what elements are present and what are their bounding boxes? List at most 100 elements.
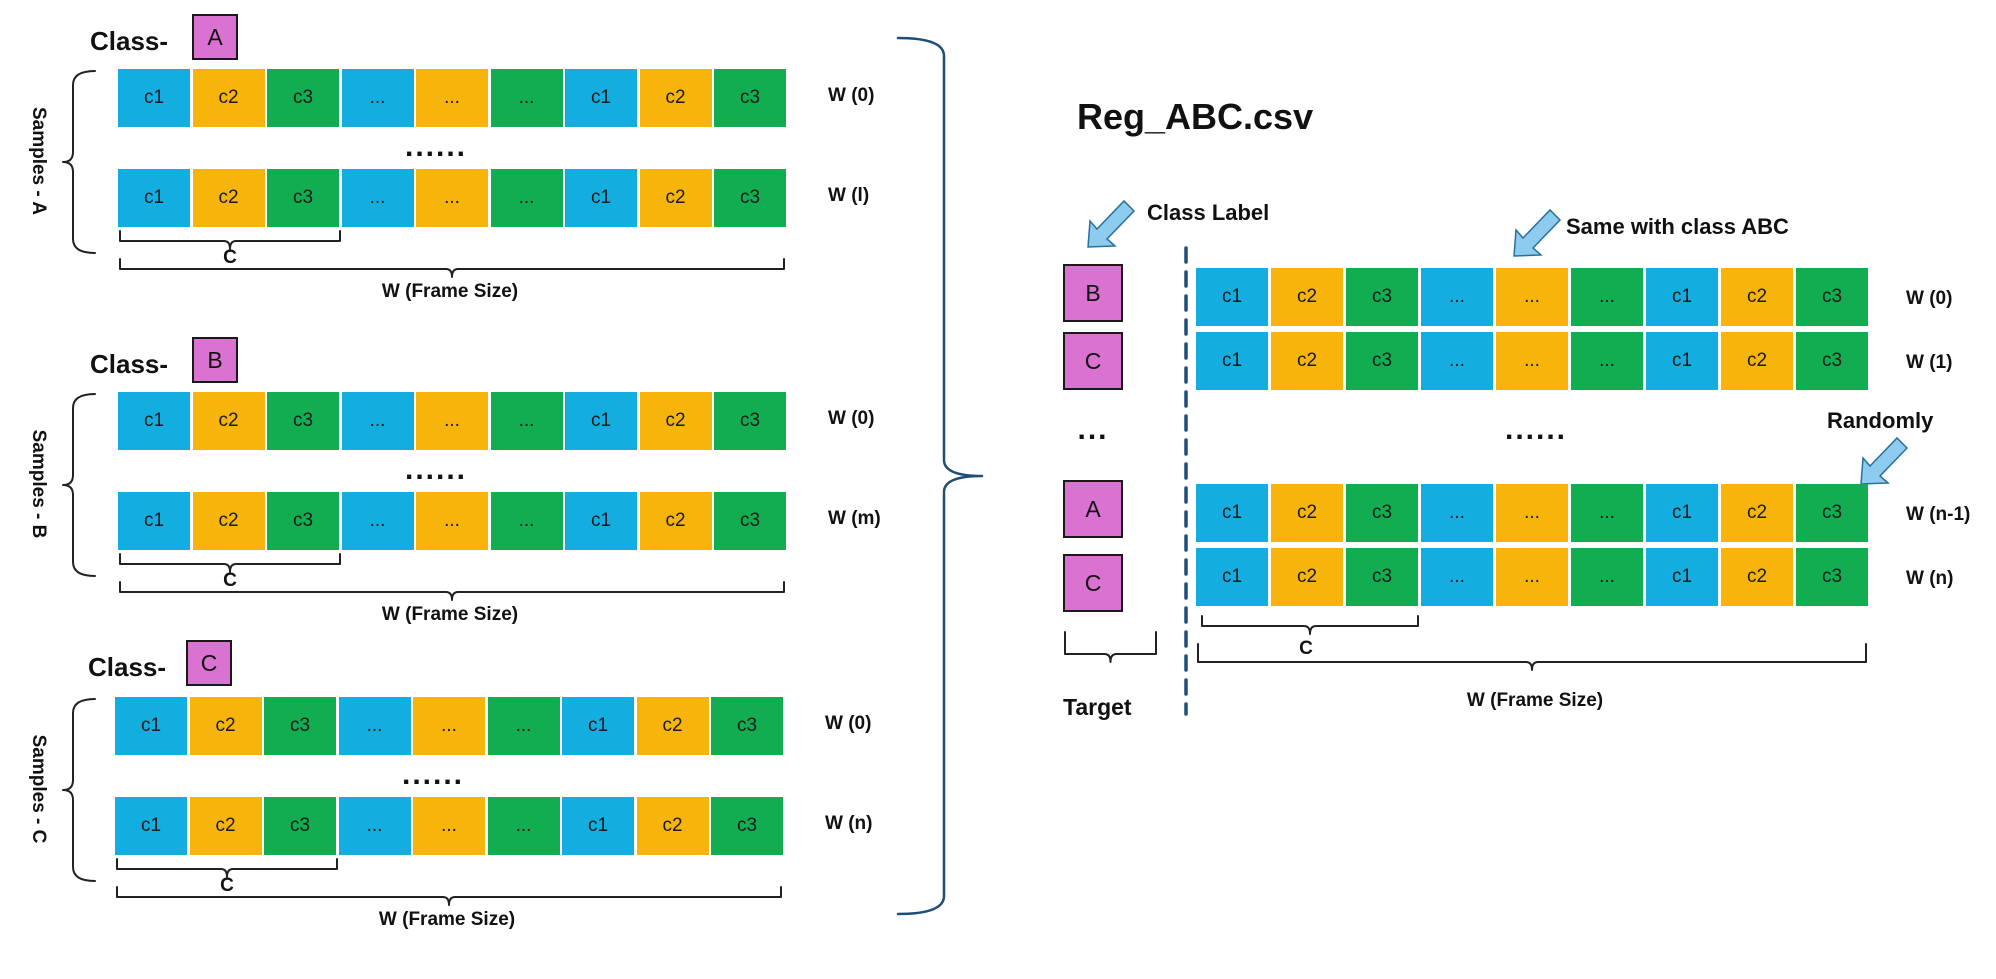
row-cell: c1 bbox=[565, 69, 637, 127]
csv-row-cell: ... bbox=[1421, 548, 1493, 606]
row-cell: c1 bbox=[115, 697, 187, 755]
row-cell: c2 bbox=[639, 492, 712, 550]
target-tag: B bbox=[1063, 264, 1123, 322]
same-class-annotation: Same with class ABC bbox=[1566, 214, 1789, 239]
row-cell: ... bbox=[490, 169, 563, 227]
rows-ellipsis: ...... bbox=[404, 130, 468, 163]
csv-row-cell: ... bbox=[1421, 268, 1493, 326]
window-label: W (0) bbox=[828, 408, 875, 429]
csv-row-cell: c1 bbox=[1196, 548, 1268, 606]
row-cell: ... bbox=[416, 69, 488, 127]
csv-row-cell: c3 bbox=[1346, 484, 1418, 542]
target-brace bbox=[1064, 631, 1157, 663]
c-brace bbox=[119, 230, 341, 250]
csv-rows-ellipsis: ...... bbox=[1504, 413, 1568, 446]
csv-title: Reg_ABC.csv bbox=[1077, 96, 1314, 137]
row-cell: c1 bbox=[562, 797, 634, 855]
csv-c-brace bbox=[1201, 615, 1419, 635]
row-cell: c3 bbox=[714, 492, 786, 550]
frame-brace bbox=[119, 581, 785, 601]
csv-frame-brace bbox=[1197, 643, 1867, 671]
samples-label: Samples - A bbox=[28, 106, 49, 216]
row-cell: c1 bbox=[118, 392, 190, 450]
row-cell: ... bbox=[341, 392, 414, 450]
class-tag: C bbox=[186, 640, 232, 686]
row-cell: c3 bbox=[267, 492, 339, 550]
csv-row-cell: c1 bbox=[1646, 548, 1718, 606]
frame-size-label: W (Frame Size) bbox=[378, 909, 516, 930]
row-cell: ... bbox=[341, 169, 414, 227]
csv-frame-size-label: W (Frame Size) bbox=[1466, 690, 1604, 711]
window-label: W (m) bbox=[828, 508, 881, 529]
class-tag: B bbox=[192, 337, 238, 383]
c-label: C bbox=[223, 570, 237, 591]
window-label: W (0) bbox=[828, 85, 875, 106]
csv-row-cell: c2 bbox=[1271, 484, 1343, 542]
row-cell: c3 bbox=[714, 169, 786, 227]
target-ellipsis: ... bbox=[1077, 413, 1109, 446]
class-label-arrow bbox=[1087, 199, 1136, 248]
row-cell: c3 bbox=[267, 392, 339, 450]
row-cell: ... bbox=[416, 169, 488, 227]
c-brace bbox=[119, 553, 341, 573]
target-label: Target bbox=[1063, 694, 1132, 720]
row-cell: ... bbox=[338, 697, 411, 755]
frame-size-label: W (Frame Size) bbox=[381, 604, 519, 625]
row-cell: c2 bbox=[189, 797, 262, 855]
row-cell: c2 bbox=[192, 492, 265, 550]
window-label: W (l) bbox=[828, 185, 870, 206]
rows-ellipsis: ...... bbox=[401, 758, 465, 791]
row-cell: c1 bbox=[565, 392, 637, 450]
row-cell: c1 bbox=[118, 69, 190, 127]
row-cell: c1 bbox=[115, 797, 187, 855]
row-cell: ... bbox=[338, 797, 411, 855]
csv-row-cell: c1 bbox=[1646, 332, 1718, 390]
row-cell: ... bbox=[416, 492, 488, 550]
row-cell: c3 bbox=[711, 697, 783, 755]
frame-brace bbox=[119, 258, 785, 278]
row-cell: c1 bbox=[565, 492, 637, 550]
row-cell: c3 bbox=[714, 69, 786, 127]
randomly-arrow bbox=[1860, 436, 1909, 485]
randomly-annotation: Randomly bbox=[1827, 408, 1934, 433]
row-cell: c3 bbox=[711, 797, 783, 855]
row-cell: c2 bbox=[639, 69, 712, 127]
row-cell: ... bbox=[413, 697, 485, 755]
c-label: C bbox=[220, 875, 234, 896]
row-cell: c2 bbox=[192, 169, 265, 227]
csv-row-cell: ... bbox=[1421, 484, 1493, 542]
row-cell: c1 bbox=[118, 492, 190, 550]
csv-row-cell: ... bbox=[1496, 332, 1568, 390]
window-label: W (0) bbox=[825, 713, 872, 734]
class-tag: A bbox=[192, 14, 238, 60]
samples-brace bbox=[62, 393, 96, 577]
csv-row-cell: c2 bbox=[1271, 332, 1343, 390]
csv-row-cell: c2 bbox=[1721, 548, 1793, 606]
samples-brace bbox=[62, 70, 96, 254]
csv-row-cell: ... bbox=[1496, 484, 1568, 542]
window-label: W (1) bbox=[1906, 352, 1953, 373]
rows-ellipsis: ...... bbox=[404, 453, 468, 486]
target-tag: C bbox=[1063, 332, 1123, 390]
samples-brace bbox=[62, 698, 96, 882]
csv-row-cell: ... bbox=[1571, 548, 1643, 606]
c-label: C bbox=[223, 247, 237, 268]
csv-row-cell: c2 bbox=[1721, 484, 1793, 542]
csv-row-cell: c1 bbox=[1646, 268, 1718, 326]
row-cell: c1 bbox=[118, 169, 190, 227]
row-cell: c2 bbox=[192, 69, 265, 127]
row-cell: c2 bbox=[636, 797, 709, 855]
window-label: W (n) bbox=[1906, 568, 1954, 589]
csv-row-cell: c3 bbox=[1796, 268, 1868, 326]
target-tag: A bbox=[1063, 480, 1123, 538]
row-cell: ... bbox=[341, 492, 414, 550]
csv-row-cell: c3 bbox=[1796, 484, 1868, 542]
samples-label: Samples - C bbox=[28, 734, 49, 844]
row-cell: c1 bbox=[562, 697, 634, 755]
row-cell: c3 bbox=[267, 69, 339, 127]
class-title: Class- bbox=[90, 349, 169, 379]
csv-row-cell: c1 bbox=[1196, 268, 1268, 326]
csv-row-cell: c2 bbox=[1271, 548, 1343, 606]
csv-row-cell: ... bbox=[1496, 268, 1568, 326]
